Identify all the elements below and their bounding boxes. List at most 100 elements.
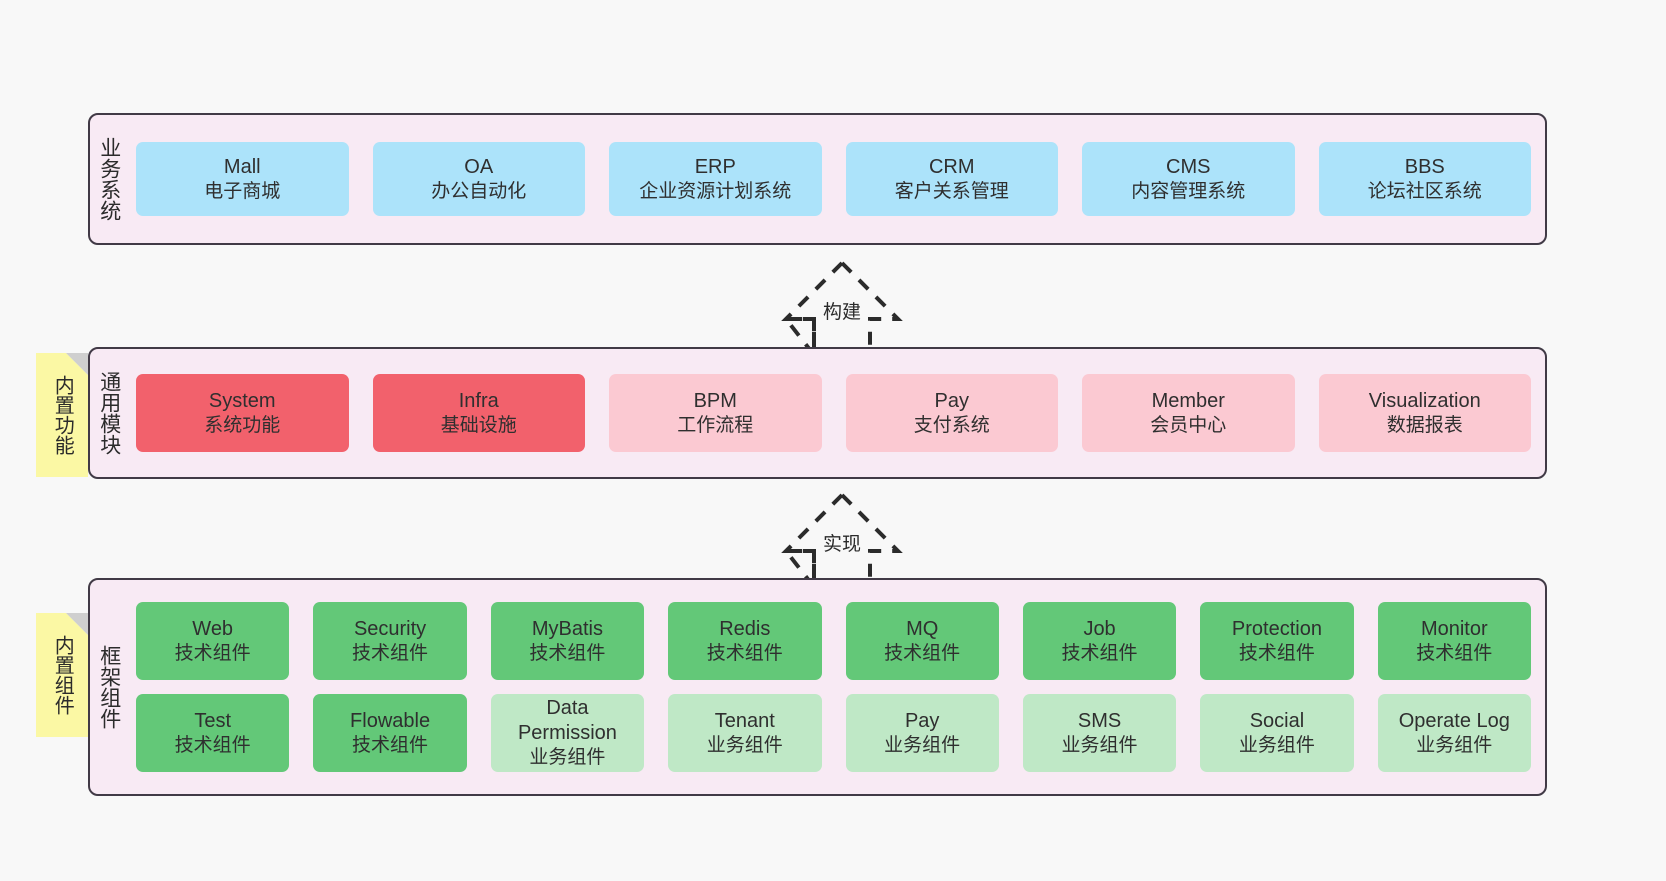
card-title-en: Social	[1249, 709, 1305, 732]
card-bbs[interactable]: BBS 论坛社区系统	[1318, 142, 1531, 216]
card-sms[interactable]: SMS 业务组件	[1022, 694, 1177, 772]
arrow-up-dashed-icon	[781, 261, 903, 355]
card-bpm[interactable]: BPM 工作流程	[609, 374, 822, 452]
card-system[interactable]: System 系统功能	[136, 374, 349, 452]
card-title-cn: 数据报表	[1386, 414, 1463, 436]
card-title-en: Pay	[904, 709, 940, 732]
card-title-cn: 业务组件	[1416, 734, 1493, 756]
card-operate-log[interactable]: Operate Log 业务组件	[1377, 694, 1531, 772]
arrow-label-implement: 实现	[822, 534, 861, 555]
card-title-en: MyBatis	[531, 617, 603, 640]
layer-business-systems: 业务系统 Mall 电子商城 OA 办公自动化 ERP 企业资源计划系统 CRM…	[88, 113, 1547, 245]
card-flowable[interactable]: Flowable 技术组件	[313, 694, 467, 772]
card-title-en: Data Permission	[517, 697, 617, 745]
arrow-up-dashed-icon	[781, 493, 903, 587]
card-oa[interactable]: OA 办公自动化	[372, 142, 585, 216]
card-title-cn: 业务组件	[884, 734, 961, 756]
card-title-cn: 技术组件	[1238, 642, 1315, 664]
card-title-cn: 技术组件	[1416, 642, 1493, 664]
layer-framework-components: 框架组件 Web 技术组件 Security 技术组件 MyBatis 技术组件…	[88, 578, 1547, 796]
card-mybatis[interactable]: MyBatis 技术组件	[490, 602, 645, 680]
card-redis[interactable]: Redis 技术组件	[668, 602, 822, 680]
card-visualization[interactable]: Visualization 数据报表	[1318, 374, 1531, 452]
card-title-en: ERP	[694, 155, 736, 178]
card-security[interactable]: Security 技术组件	[313, 602, 467, 680]
card-title-cn: 办公自动化	[431, 180, 527, 202]
note-fold-icon	[66, 353, 88, 375]
card-test[interactable]: Test 技术组件	[136, 694, 290, 772]
card-crm[interactable]: CRM 客户关系管理	[845, 142, 1058, 216]
note-label: 内置组件	[51, 635, 74, 715]
card-title-cn: 技术组件	[174, 642, 251, 664]
card-row: System 系统功能 Infra 基础设施 BPM 工作流程 Pay 支付系统…	[136, 374, 1531, 452]
card-tenant[interactable]: Tenant 业务组件	[668, 694, 822, 772]
card-title-en: Job	[1083, 617, 1116, 640]
layer-body-business-systems: Mall 电子商城 OA 办公自动化 ERP 企业资源计划系统 CRM 客户关系…	[128, 115, 1545, 243]
arrow-implement: 实现	[752, 487, 932, 587]
card-title-en: Operate Log	[1398, 709, 1510, 732]
card-mq[interactable]: MQ 技术组件	[845, 602, 999, 680]
card-title-en: BBS	[1404, 155, 1445, 178]
card-title-cn: 基础设施	[440, 414, 517, 436]
card-infra[interactable]: Infra 基础设施	[372, 374, 585, 452]
card-data-permission[interactable]: Data Permission 业务组件	[490, 694, 645, 772]
card-row: Web 技术组件 Security 技术组件 MyBatis 技术组件 Redi…	[136, 602, 1531, 680]
card-title-en: Mall	[223, 155, 261, 178]
card-title-cn: 技术组件	[884, 642, 961, 664]
arrow-label-build: 构建	[822, 302, 861, 323]
card-title-cn: 工作流程	[677, 414, 754, 436]
card-title-cn: 客户关系管理	[894, 180, 1009, 202]
card-row: Test 技术组件 Flowable 技术组件 Data Permission …	[136, 694, 1531, 772]
card-protection[interactable]: Protection 技术组件	[1200, 602, 1354, 680]
card-member[interactable]: Member 会员中心	[1082, 374, 1295, 452]
card-title-cn: 电子商城	[204, 180, 281, 202]
card-title-en: SMS	[1077, 709, 1122, 732]
card-job[interactable]: Job 技术组件	[1022, 602, 1177, 680]
card-pay[interactable]: Pay 支付系统	[845, 374, 1058, 452]
card-row: Mall 电子商城 OA 办公自动化 ERP 企业资源计划系统 CRM 客户关系…	[136, 142, 1531, 216]
card-title-cn: 技术组件	[174, 734, 251, 756]
card-title-cn: 技术组件	[1061, 642, 1138, 664]
arrow-build: 构建	[752, 255, 932, 355]
layer-common-modules: 通用模块 System 系统功能 Infra 基础设施 BPM 工作流程 Pay…	[88, 347, 1547, 479]
note-builtin-component: 内置组件	[36, 613, 88, 737]
layer-body-common-modules: System 系统功能 Infra 基础设施 BPM 工作流程 Pay 支付系统…	[128, 349, 1545, 477]
card-title-cn: 业务组件	[529, 747, 606, 769]
card-title-en: Redis	[719, 617, 771, 640]
card-title-cn: 技术组件	[352, 734, 429, 756]
card-title-cn: 业务组件	[1238, 734, 1315, 756]
card-cms[interactable]: CMS 内容管理系统	[1082, 142, 1295, 216]
note-fold-icon	[66, 613, 88, 635]
note-builtin-function: 内置功能	[36, 353, 88, 477]
layer-body-framework-components: Web 技术组件 Security 技术组件 MyBatis 技术组件 Redi…	[128, 580, 1545, 794]
card-title-cn: 论坛社区系统	[1367, 180, 1482, 202]
card-social[interactable]: Social 业务组件	[1200, 694, 1354, 772]
layer-title-business-systems: 业务系统	[97, 137, 121, 221]
card-monitor[interactable]: Monitor 技术组件	[1377, 602, 1531, 680]
card-title-cn: 系统功能	[204, 414, 281, 436]
card-title-en: Member	[1151, 389, 1225, 412]
card-title-cn: 技术组件	[529, 642, 606, 664]
card-pay-biz[interactable]: Pay 业务组件	[845, 694, 999, 772]
card-title-cn: 内容管理系统	[1131, 180, 1246, 202]
card-title-cn: 企业资源计划系统	[639, 180, 792, 202]
card-title-en: Pay	[934, 389, 969, 412]
card-title-cn: 支付系统	[913, 414, 990, 436]
card-title-cn: 业务组件	[706, 734, 783, 756]
card-title-en: CRM	[928, 155, 975, 178]
card-title-en: Test	[194, 709, 232, 732]
layer-title-common-modules: 通用模块	[97, 371, 121, 455]
card-title-cn: 技术组件	[706, 642, 783, 664]
card-web[interactable]: Web 技术组件	[136, 602, 290, 680]
card-title-cn: 技术组件	[352, 642, 429, 664]
card-erp[interactable]: ERP 企业资源计划系统	[609, 142, 822, 216]
card-title-en: BPM	[693, 389, 737, 412]
card-title-en: Flowable	[350, 709, 431, 732]
card-title-en: Visualization	[1368, 389, 1481, 412]
card-title-cn: 会员中心	[1150, 414, 1227, 436]
card-title-en: Tenant	[714, 709, 775, 732]
card-title-en: Web	[192, 617, 234, 640]
card-mall[interactable]: Mall 电子商城	[136, 142, 349, 216]
card-title-en: System	[208, 389, 276, 412]
